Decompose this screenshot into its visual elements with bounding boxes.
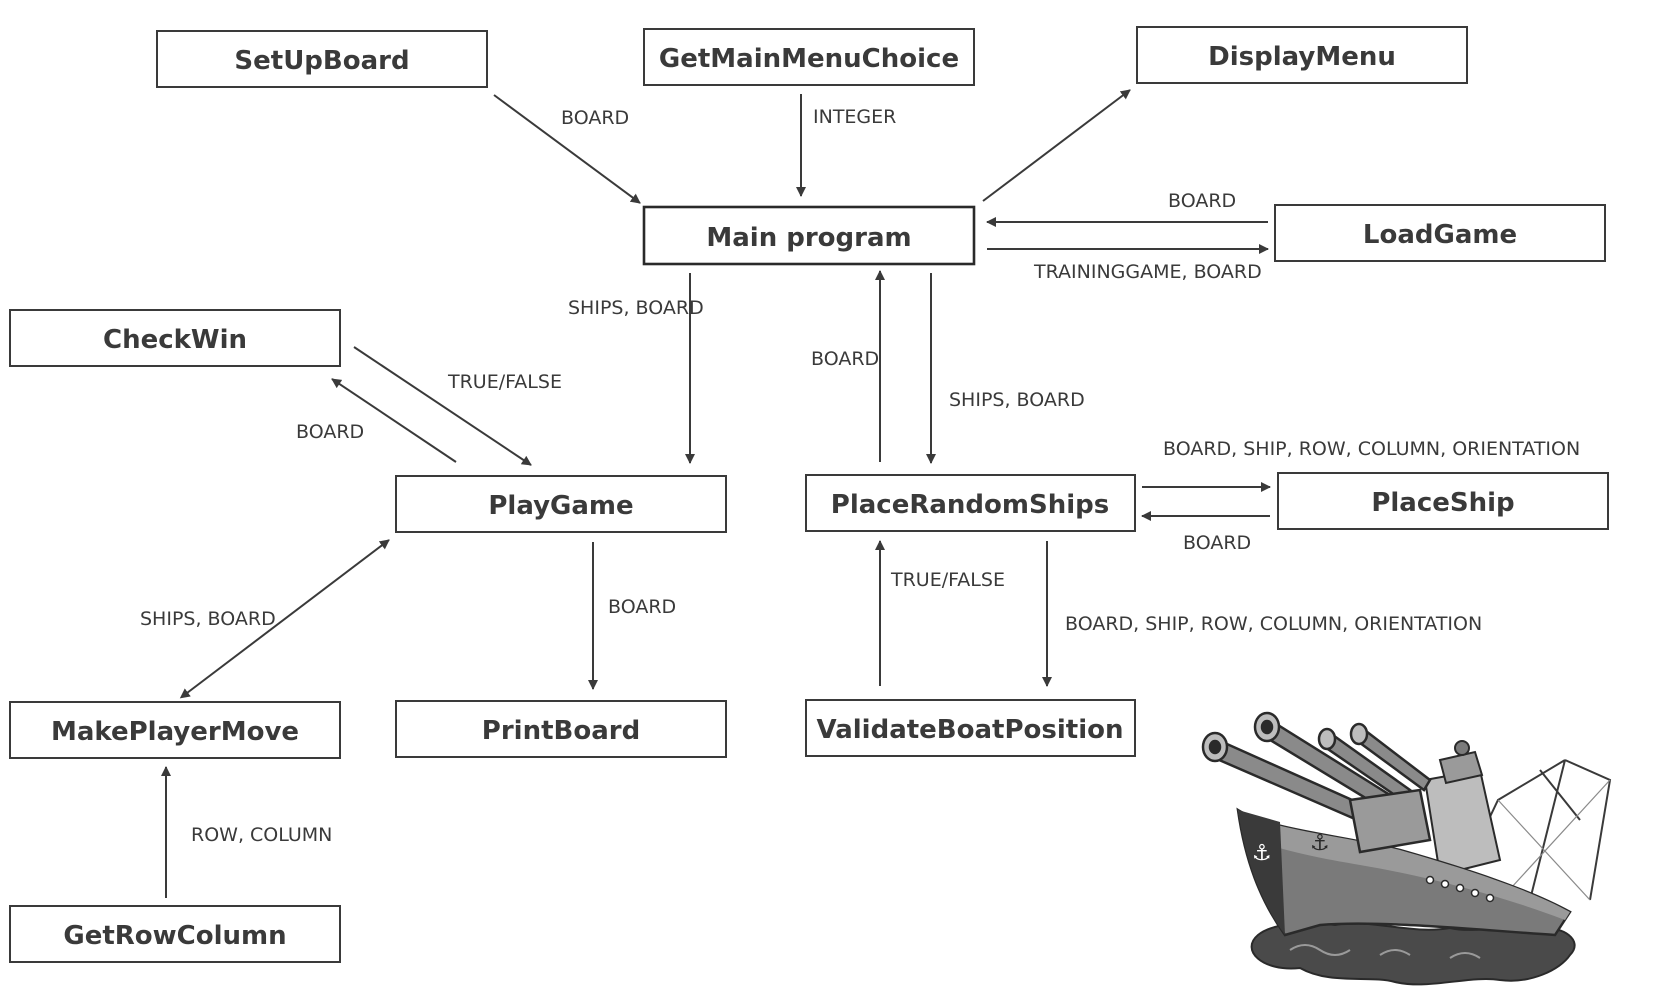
- edge-label-placerandomships-placeship: BOARD, SHIP, ROW, COLUMN, ORIENTATION: [1163, 438, 1580, 460]
- gun-barrels: [1201, 711, 1432, 854]
- box-placerandomships: PlaceRandomShips: [805, 474, 1136, 532]
- edge-label-main-playgame: SHIPS, BOARD: [568, 297, 704, 319]
- edge-label-placerandomships-main: BOARD: [811, 348, 879, 370]
- box-playgame-label: PlayGame: [488, 491, 633, 521]
- arrow-setupboard-to-main: [493, 94, 641, 204]
- box-printboard-label: PrintBoard: [482, 716, 640, 746]
- box-setupboard-label: SetUpBoard: [234, 46, 409, 76]
- edge-label-playgame-printboard: BOARD: [608, 596, 676, 618]
- edge-label-setupboard-main: BOARD: [561, 107, 629, 129]
- edge-label-placeship-placerandomships: BOARD: [1183, 532, 1251, 554]
- box-placeship: PlaceShip: [1277, 472, 1609, 530]
- edge-label-loadgame-main: BOARD: [1168, 190, 1236, 212]
- box-validateboatposition: ValidateBoatPosition: [805, 699, 1136, 757]
- anchor-icon: ⚓: [1252, 841, 1272, 866]
- arrow-playgame-makeplayermove: [179, 539, 390, 699]
- edge-label-placerandomships-validate: BOARD, SHIP, ROW, COLUMN, ORIENTATION: [1065, 613, 1482, 635]
- box-getmainmenuchoice: GetMainMenuChoice: [643, 28, 975, 86]
- box-loadgame-label: LoadGame: [1363, 220, 1517, 250]
- box-validateboatposition-label: ValidateBoatPosition: [817, 715, 1124, 745]
- edge-label-main-loadgame: TRAININGGAME, BOARD: [1033, 261, 1262, 283]
- ship-tower: [1423, 768, 1502, 877]
- box-makeplayermove-label: MakePlayerMove: [51, 717, 299, 747]
- edge-label-validate-placerandomships: TRUE/FALSE: [890, 569, 1005, 591]
- box-mainprogram-label: Main program: [706, 223, 911, 253]
- battleship-illustration: ⚓ ⚓: [1201, 711, 1612, 986]
- arrow-playgame-to-checkwin: [331, 378, 457, 463]
- box-displaymenu: DisplayMenu: [1136, 26, 1468, 84]
- edge-label-getmainmenuchoice-main: INTEGER: [813, 106, 896, 128]
- box-makeplayermove: MakePlayerMove: [9, 701, 341, 759]
- box-getmainmenuchoice-label: GetMainMenuChoice: [659, 44, 959, 74]
- box-displaymenu-label: DisplayMenu: [1208, 42, 1396, 72]
- edge-label-getrowcolumn-makeplayermove: ROW, COLUMN: [191, 824, 332, 846]
- box-getrowcolumn-label: GetRowColumn: [63, 921, 286, 951]
- box-getrowcolumn: GetRowColumn: [9, 905, 341, 963]
- arrow-main-to-displaymenu: [982, 89, 1131, 202]
- arrow-checkwin-to-playgame: [353, 346, 532, 466]
- box-checkwin-label: CheckWin: [103, 325, 247, 355]
- edge-label-main-placerandomships: SHIPS, BOARD: [949, 389, 1085, 411]
- box-placerandomships-label: PlaceRandomShips: [831, 490, 1109, 520]
- edge-label-playgame-checkwin: BOARD: [296, 421, 364, 443]
- edge-label-playgame-makeplayermove: SHIPS, BOARD: [140, 608, 276, 630]
- box-setupboard: SetUpBoard: [156, 30, 488, 88]
- box-checkwin: CheckWin: [9, 309, 341, 367]
- box-playgame: PlayGame: [395, 475, 727, 533]
- box-placeship-label: PlaceShip: [1371, 488, 1514, 518]
- anchor-icon: ⚓: [1310, 831, 1330, 856]
- box-printboard: PrintBoard: [395, 700, 727, 758]
- box-loadgame: LoadGame: [1274, 204, 1606, 262]
- edge-label-checkwin-playgame: TRUE/FALSE: [447, 371, 562, 393]
- box-mainprogram: Main program: [642, 205, 976, 266]
